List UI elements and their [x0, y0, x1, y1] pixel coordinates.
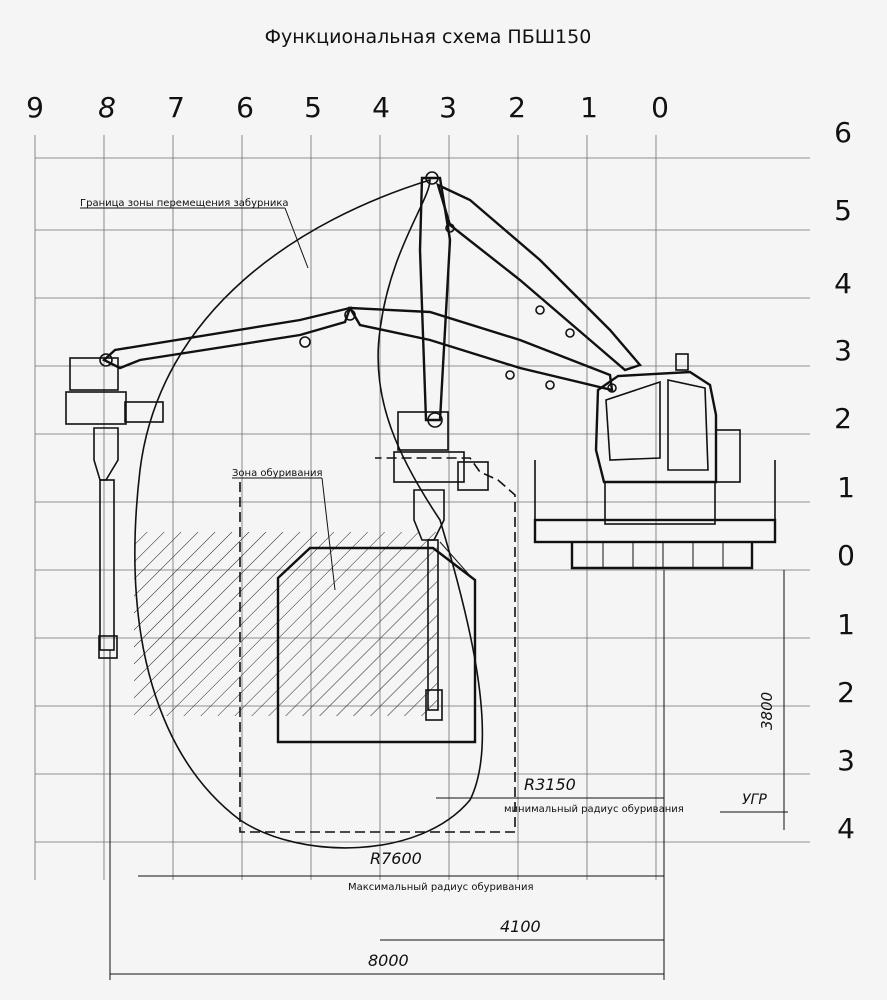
left-drill-head: [65, 357, 164, 659]
drill-zone-leader: [321, 477, 336, 591]
row-label: 5: [834, 194, 852, 227]
row-label: 1: [837, 471, 855, 504]
working-zone-outline: [276, 546, 477, 744]
row-label: 2: [837, 676, 855, 709]
ugr-label: УГР: [742, 792, 767, 808]
dim-4100-label: 4100: [500, 917, 541, 936]
row-labels: 6 5 4 3 2 1 0 1 2 3 4: [834, 116, 855, 845]
coordinate-grid: [34, 135, 810, 880]
col-label: 7: [167, 91, 185, 124]
r-min-caption: минимальный радиус обуривания: [504, 804, 684, 815]
machine-body: [533, 353, 777, 570]
drilling-zone-dashed-boundary: [239, 457, 516, 833]
row-label: 2: [834, 402, 852, 435]
dim-3800-label: 3800: [758, 692, 776, 730]
row-label: 3: [834, 334, 852, 367]
col-label: 0: [651, 91, 669, 124]
row-label: 4: [834, 267, 852, 300]
col-label: 4: [372, 91, 390, 124]
boom-assembly: [99, 171, 643, 428]
center-drill-head: [393, 411, 489, 721]
col-label: 8: [98, 91, 116, 124]
row-label: 0: [837, 539, 855, 572]
col-label: 2: [508, 91, 526, 124]
dim-8000-label: 8000: [368, 951, 409, 970]
col-label: 6: [236, 91, 254, 124]
boundary-label: Граница зоны перемещения забурника: [80, 198, 289, 209]
col-label: 3: [439, 91, 457, 124]
column-labels: 9 8 7 6 5 4 3 2 1 0: [26, 91, 669, 124]
row-label: 4: [837, 812, 855, 845]
boundary-leader: [284, 207, 309, 269]
col-label: 1: [580, 91, 598, 124]
r-max-label: R7600: [370, 849, 422, 868]
drill-zone-label: Зона обуривания: [232, 468, 323, 479]
col-label: 5: [304, 91, 322, 124]
row-label: 3: [837, 744, 855, 777]
row-label: 6: [834, 116, 852, 149]
r-min-label: R3150: [524, 775, 576, 794]
drawing-title: Функциональная схема ПБШ150: [265, 26, 592, 48]
hatched-drilling-area: [134, 532, 437, 716]
r-max-caption: Максимальный радиус обуривания: [348, 882, 533, 893]
boundary-curve: [134, 178, 484, 849]
row-label: 1: [837, 608, 855, 641]
col-label: 9: [26, 91, 44, 124]
